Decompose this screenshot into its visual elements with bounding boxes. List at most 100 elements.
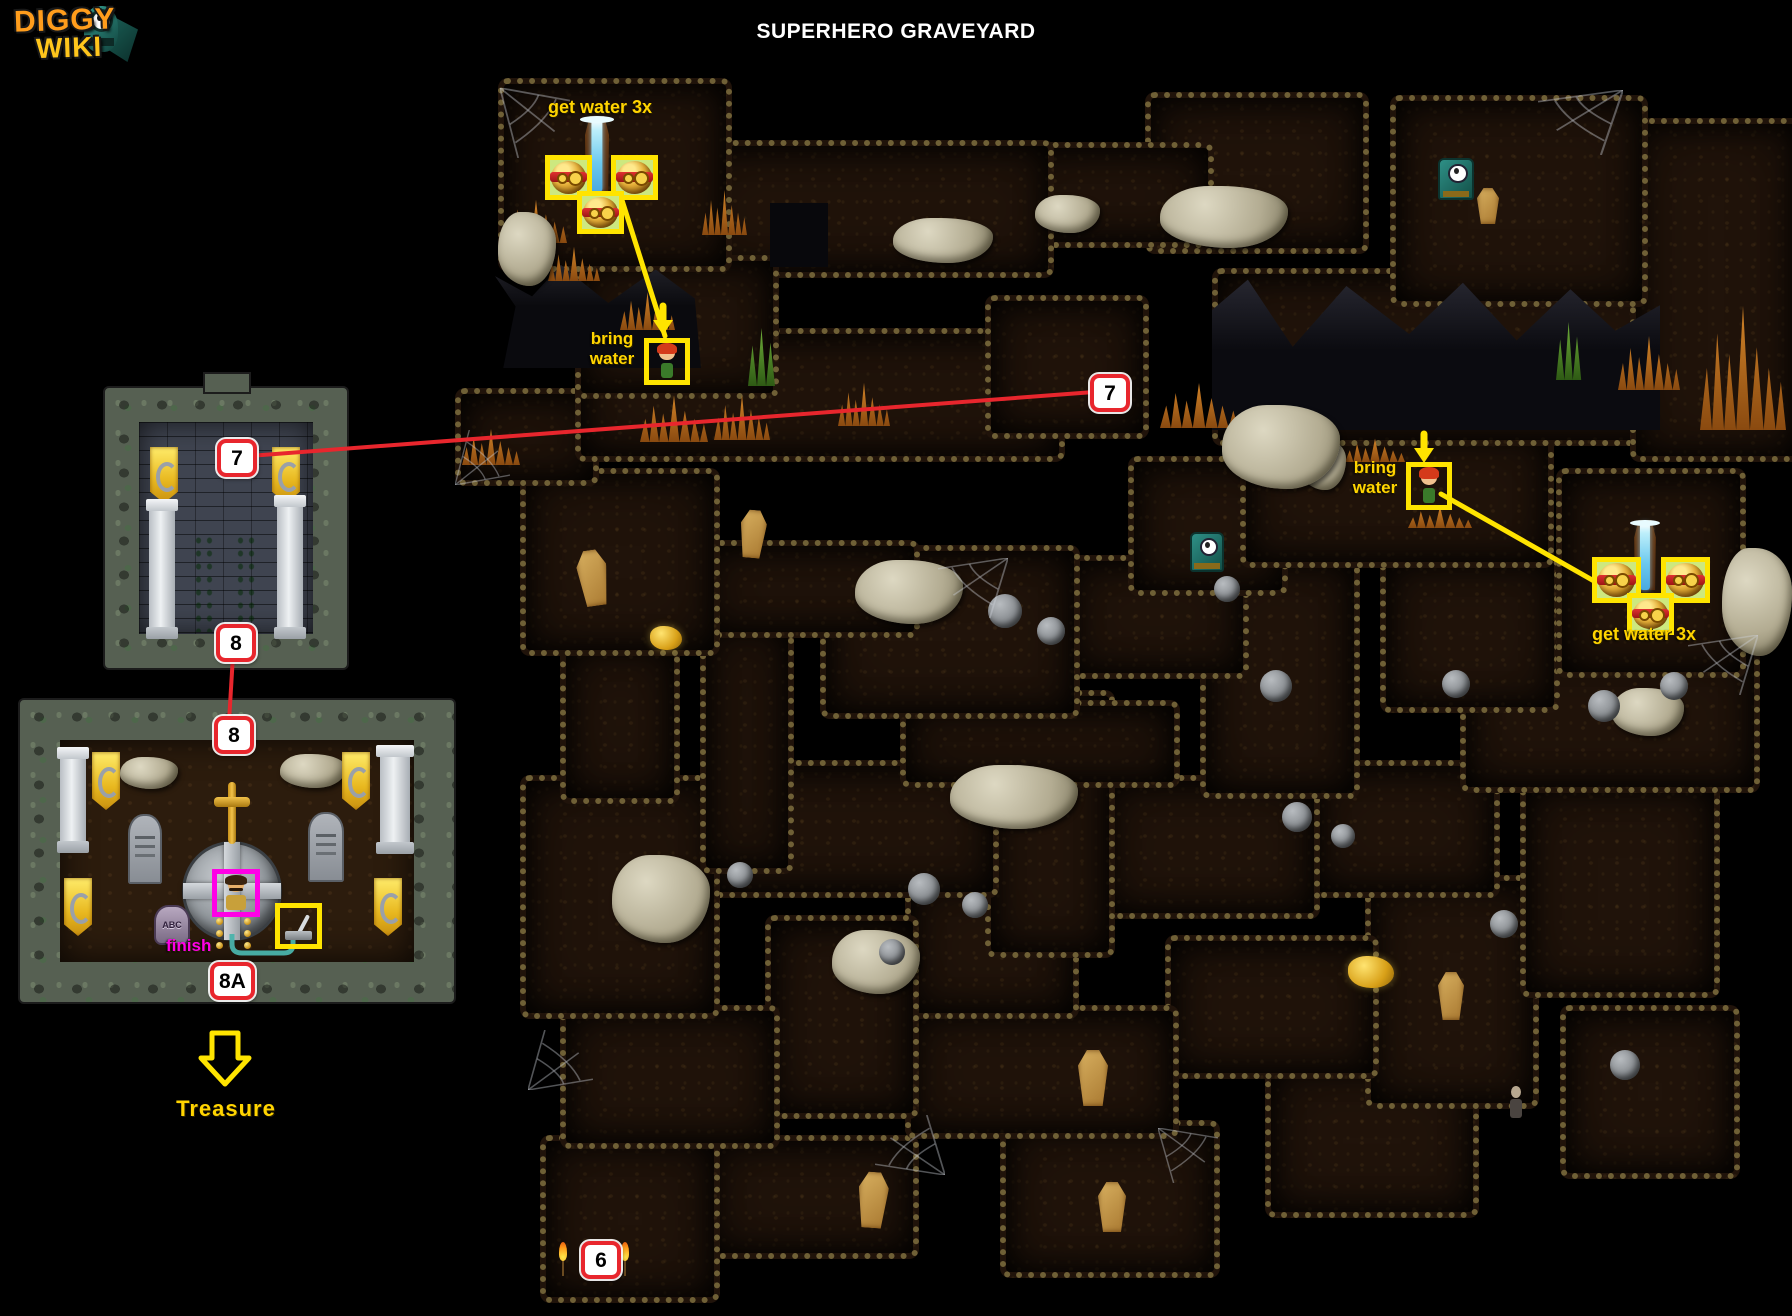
- boulder: [1490, 910, 1518, 938]
- cave-floor: [520, 468, 720, 656]
- marker-7-room-small: 7: [217, 439, 257, 477]
- treasure-arrow-icon: [198, 1030, 252, 1087]
- coffin: [1078, 1050, 1108, 1106]
- tombstone: [128, 814, 162, 884]
- marble-column: [273, 495, 307, 639]
- spider-web: [938, 558, 1008, 618]
- cave-floor: [560, 640, 680, 804]
- boulder: [1442, 670, 1470, 698]
- cave-floor: [905, 1005, 1179, 1139]
- mossy-pillar: [193, 534, 217, 632]
- fire-bowl-icon: [550, 161, 587, 194]
- rubble-pile: [1722, 548, 1792, 656]
- bring-water-target-left: [644, 338, 690, 385]
- statue-icon: [1190, 532, 1224, 572]
- cave-floor: [1520, 780, 1720, 998]
- boulder: [879, 939, 905, 965]
- gold-nugget: [1348, 956, 1394, 988]
- diggy-mascot-icon[interactable]: [76, 2, 138, 64]
- fire-bowl-icon: [1632, 599, 1669, 629]
- lever-highlight: [275, 903, 322, 949]
- cave-floor: [1165, 935, 1379, 1079]
- coffin: [1438, 972, 1464, 1020]
- boulder: [988, 594, 1022, 628]
- rubble-pile: [498, 212, 556, 286]
- hero-banner: [374, 878, 402, 936]
- hero-character-icon: [219, 875, 253, 910]
- hero-banner: [64, 878, 92, 936]
- gold-cross: [214, 782, 250, 844]
- marker-8a-room-large: 8A: [210, 962, 255, 1000]
- fire-bowl-highlight: [1627, 593, 1674, 635]
- bring-water-label-right: bring water: [1346, 458, 1404, 497]
- spider-web: [500, 88, 570, 158]
- rubble-pile: [1222, 405, 1340, 489]
- treasure-label: Treasure: [176, 1096, 276, 1121]
- get-water-label-right: get water 3x: [1592, 624, 1697, 644]
- marble-column: [145, 499, 179, 639]
- fire-bowl-icon: [616, 161, 653, 194]
- marker-8-room-small: 8: [216, 624, 256, 662]
- torch-flame: [556, 1242, 570, 1276]
- fire-bowl-icon: [582, 197, 619, 228]
- chasm: [770, 203, 828, 267]
- finish-character-highlight: [212, 869, 260, 917]
- rubble-pile: [832, 930, 920, 994]
- hero-banner: [342, 752, 370, 810]
- boulder: [1260, 670, 1292, 702]
- hero-banner: [92, 752, 120, 810]
- bring-water-line2: water: [1352, 477, 1398, 497]
- spider-web: [528, 1030, 593, 1090]
- finish-label: finish: [166, 936, 212, 955]
- gold-nugget: [650, 626, 682, 650]
- boulder: [1331, 824, 1355, 848]
- rubble-pile: [1035, 195, 1100, 233]
- boulder: [1214, 576, 1240, 602]
- marble-column: [56, 747, 90, 853]
- coffin: [1098, 1182, 1126, 1232]
- cave-floor: [1380, 555, 1560, 713]
- boulder: [908, 873, 940, 905]
- boulder: [1037, 617, 1065, 645]
- spider-web: [1158, 1128, 1218, 1183]
- boulder: [727, 862, 753, 888]
- character-statue-icon: [1413, 466, 1445, 503]
- fire-bowl-highlight: [545, 155, 592, 200]
- rubble-pile: [1160, 186, 1288, 248]
- statue-icon: [1438, 158, 1474, 200]
- get-water-label-left: get water 3x: [548, 97, 653, 117]
- rock-pile: [120, 757, 178, 789]
- character-sprite: [1506, 1086, 1526, 1118]
- spider-web: [875, 1115, 945, 1175]
- spider-web: [455, 430, 510, 485]
- bring-water-label-left: bring water: [583, 329, 641, 368]
- lever-icon: [282, 910, 315, 942]
- cave-floor: [1560, 1005, 1740, 1179]
- bring-water-line1: bring: [590, 329, 634, 348]
- cave-floor: [560, 1005, 780, 1149]
- boulder: [1282, 802, 1312, 832]
- marker-7-map: 7: [1090, 374, 1130, 412]
- fire-bowl-icon: [1597, 563, 1636, 597]
- boulder: [962, 892, 988, 918]
- rubble-pile: [893, 218, 993, 263]
- boulder: [1610, 1050, 1640, 1080]
- rock-pile: [280, 754, 346, 788]
- spider-web: [1688, 635, 1758, 695]
- boulder: [1660, 672, 1688, 700]
- bring-water-target-right: [1406, 462, 1452, 510]
- cave-floor: [1100, 775, 1320, 919]
- marker-8-room-large: 8: [214, 716, 254, 754]
- cave-floor: [985, 295, 1149, 439]
- abc-gravestone: ABC: [154, 905, 190, 945]
- bring-water-line2: water: [589, 348, 635, 368]
- fire-bowl-highlight: [577, 191, 624, 234]
- fire-bowl-icon: [1666, 563, 1705, 597]
- bring-water-line1: bring: [1353, 458, 1397, 477]
- boulder: [1588, 690, 1620, 722]
- battlement: [203, 372, 251, 394]
- marble-column: [376, 745, 414, 854]
- cave-floor: [540, 1135, 720, 1303]
- cave-floor: [700, 620, 794, 874]
